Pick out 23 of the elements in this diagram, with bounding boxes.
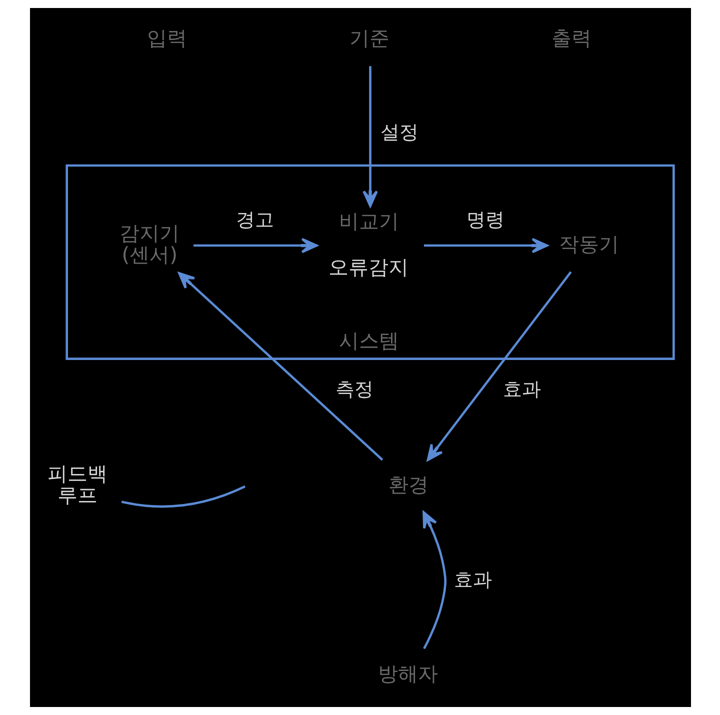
edge-label: 설정: [380, 122, 418, 144]
edge-label: 경고: [236, 210, 274, 231]
label: 출력: [551, 26, 592, 50]
node-text: 감지기 (센서): [119, 221, 180, 267]
arrow: [193, 238, 318, 254]
arrow: [422, 511, 446, 650]
connector: [120, 485, 245, 508]
arrow: [178, 272, 383, 461]
node-label: 오류감지: [328, 254, 408, 279]
node-text: 작동기: [558, 232, 618, 256]
arrow: [426, 271, 572, 462]
arrow: [423, 238, 548, 254]
node-text: 환경: [388, 472, 428, 496]
edge-label: 명령: [466, 210, 504, 231]
node-text: 비교기: [338, 208, 399, 233]
label: 입력: [146, 26, 187, 50]
edge-label: 효과: [502, 380, 541, 400]
node-text: 피드백 루프: [46, 461, 107, 508]
arrow: [362, 66, 378, 207]
edge-label: 측정: [335, 380, 374, 400]
node-text: 기준: [348, 26, 389, 50]
edge-label: 효과: [454, 570, 492, 592]
node-text: 방해자: [378, 662, 438, 686]
